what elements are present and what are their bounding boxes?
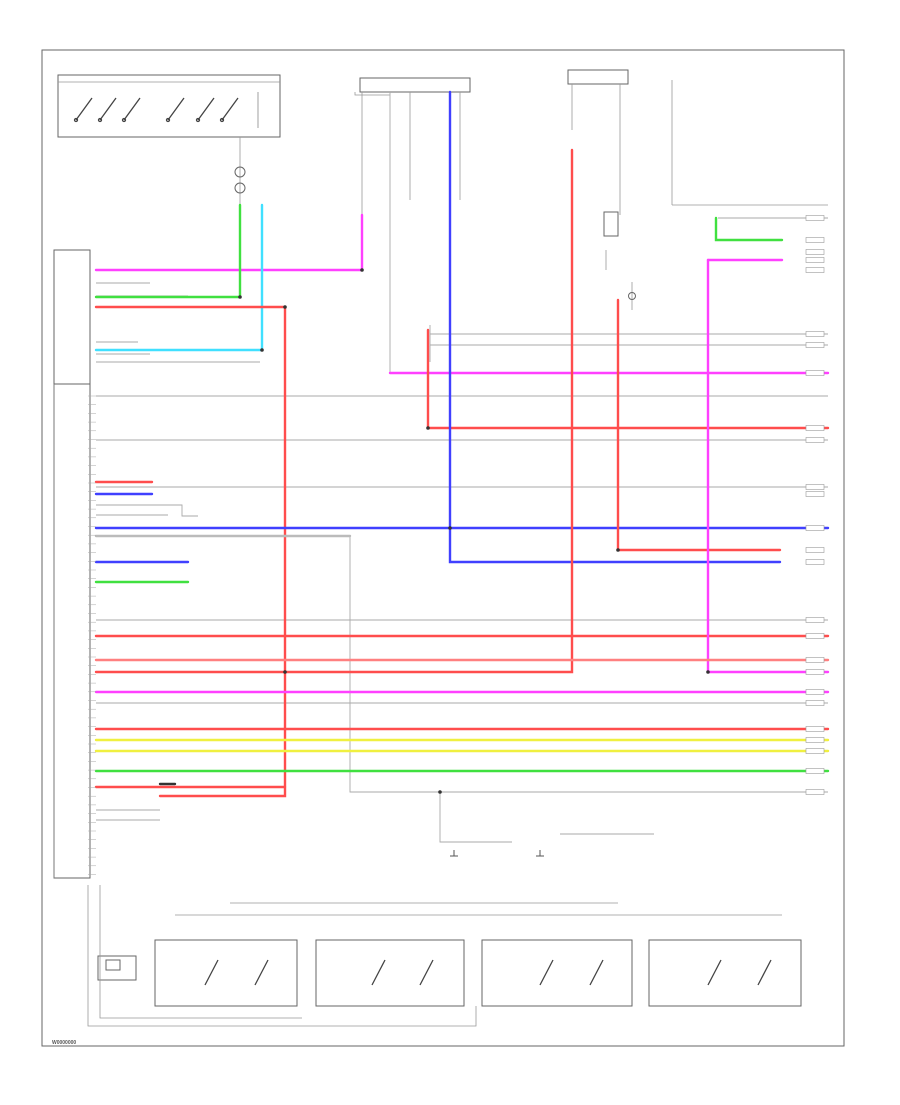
colored-wires [94,90,830,798]
wire-blue [448,90,782,564]
left-control-module [53,249,91,879]
connector-icon [805,215,825,221]
relay-coil-icon [603,211,619,237]
connector-icon [805,237,825,243]
page-code: W0000000 [52,1040,76,1046]
switch-icon [204,959,772,986]
splice-dot [260,348,264,352]
top-left-switch-module [57,74,281,205]
connector-icon [805,547,825,553]
connector-icon [805,700,825,706]
connector-icon [805,633,825,639]
connector-icon [805,737,825,743]
splice-dot [706,670,710,674]
connector-icon [805,484,825,490]
connector-icon [805,748,825,754]
bottom-switch-modules [87,885,802,1027]
connector-icon [805,669,825,675]
wire-red [616,298,782,552]
connector-icon [805,267,825,273]
splice-dot [283,305,287,309]
connector-icon [805,768,825,774]
ground-icon [450,850,544,857]
page-frame [41,49,845,1047]
connector-icon [805,257,825,263]
connector-icon [805,617,825,623]
connector-icon [805,491,825,497]
connector-icon [805,789,825,795]
splice-dot [360,268,364,272]
connector-icon [805,425,825,431]
connector-icon [805,437,825,443]
lamp-icon [234,182,246,194]
wire-magenta [94,213,364,272]
fuse-relay-block [354,77,471,220]
connector-icon [805,726,825,732]
diagram-marks [88,268,710,875]
connector-icon [805,525,825,531]
splice-dot [438,790,442,794]
lamp-icon [234,166,246,178]
splice-dot [426,426,430,430]
diode-icon [628,292,636,300]
splice-dot [283,670,287,674]
wire-magenta [706,258,830,674]
splice-dot [238,295,242,299]
connector-icon [805,559,825,565]
splice-dot [616,548,620,552]
right-edge-connectors [805,215,825,795]
connector-icon [805,342,825,348]
junction-block-icon [97,955,137,981]
right-top-relay-block [567,69,828,310]
connector-icon [805,249,825,255]
wire-green [714,216,784,242]
switch-icon [73,92,259,128]
wire-cyan [94,203,264,352]
wire-red [94,148,574,674]
connector-icon [805,689,825,695]
splice-dot [448,526,452,530]
connector-icon [805,370,825,376]
connector-icon [805,657,825,663]
connector-icon [805,331,825,337]
wire-red [94,305,287,798]
